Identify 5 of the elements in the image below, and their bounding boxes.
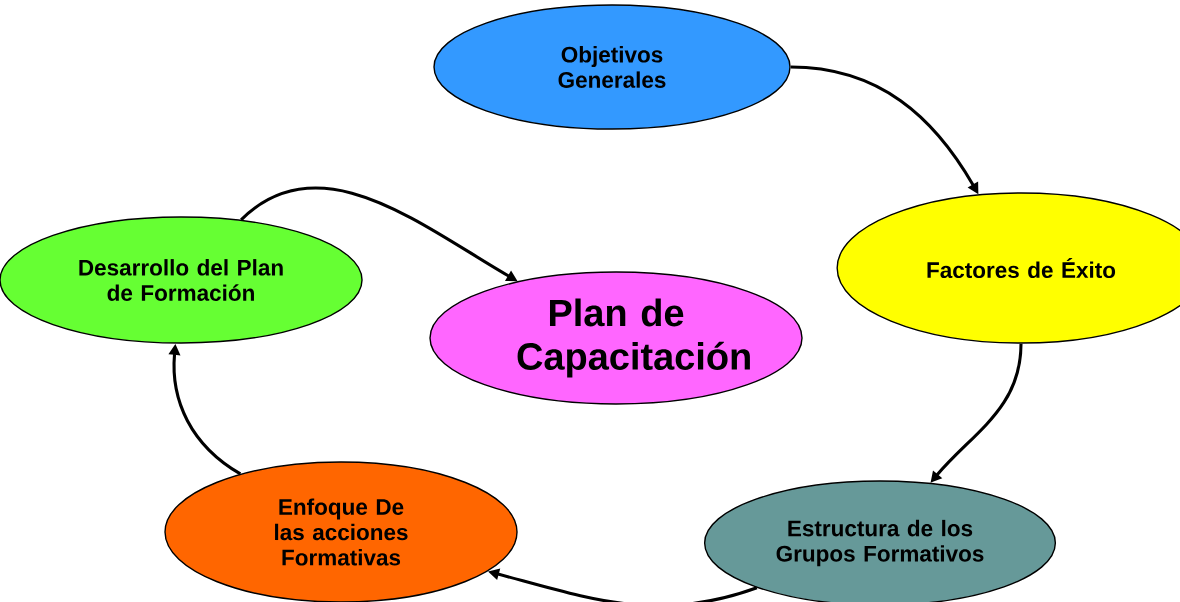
ellipse-node: Plan de Capacitación xyxy=(429,271,803,405)
ellipse-node: Factores de Éxito xyxy=(836,192,1180,344)
ellipse-node: Enfoque De las acciones Formativas xyxy=(164,461,518,602)
ellipse-node: Estructura de los Grupos Formativos xyxy=(703,480,1057,602)
ellipse-node: Objetivos Generales xyxy=(433,4,791,130)
